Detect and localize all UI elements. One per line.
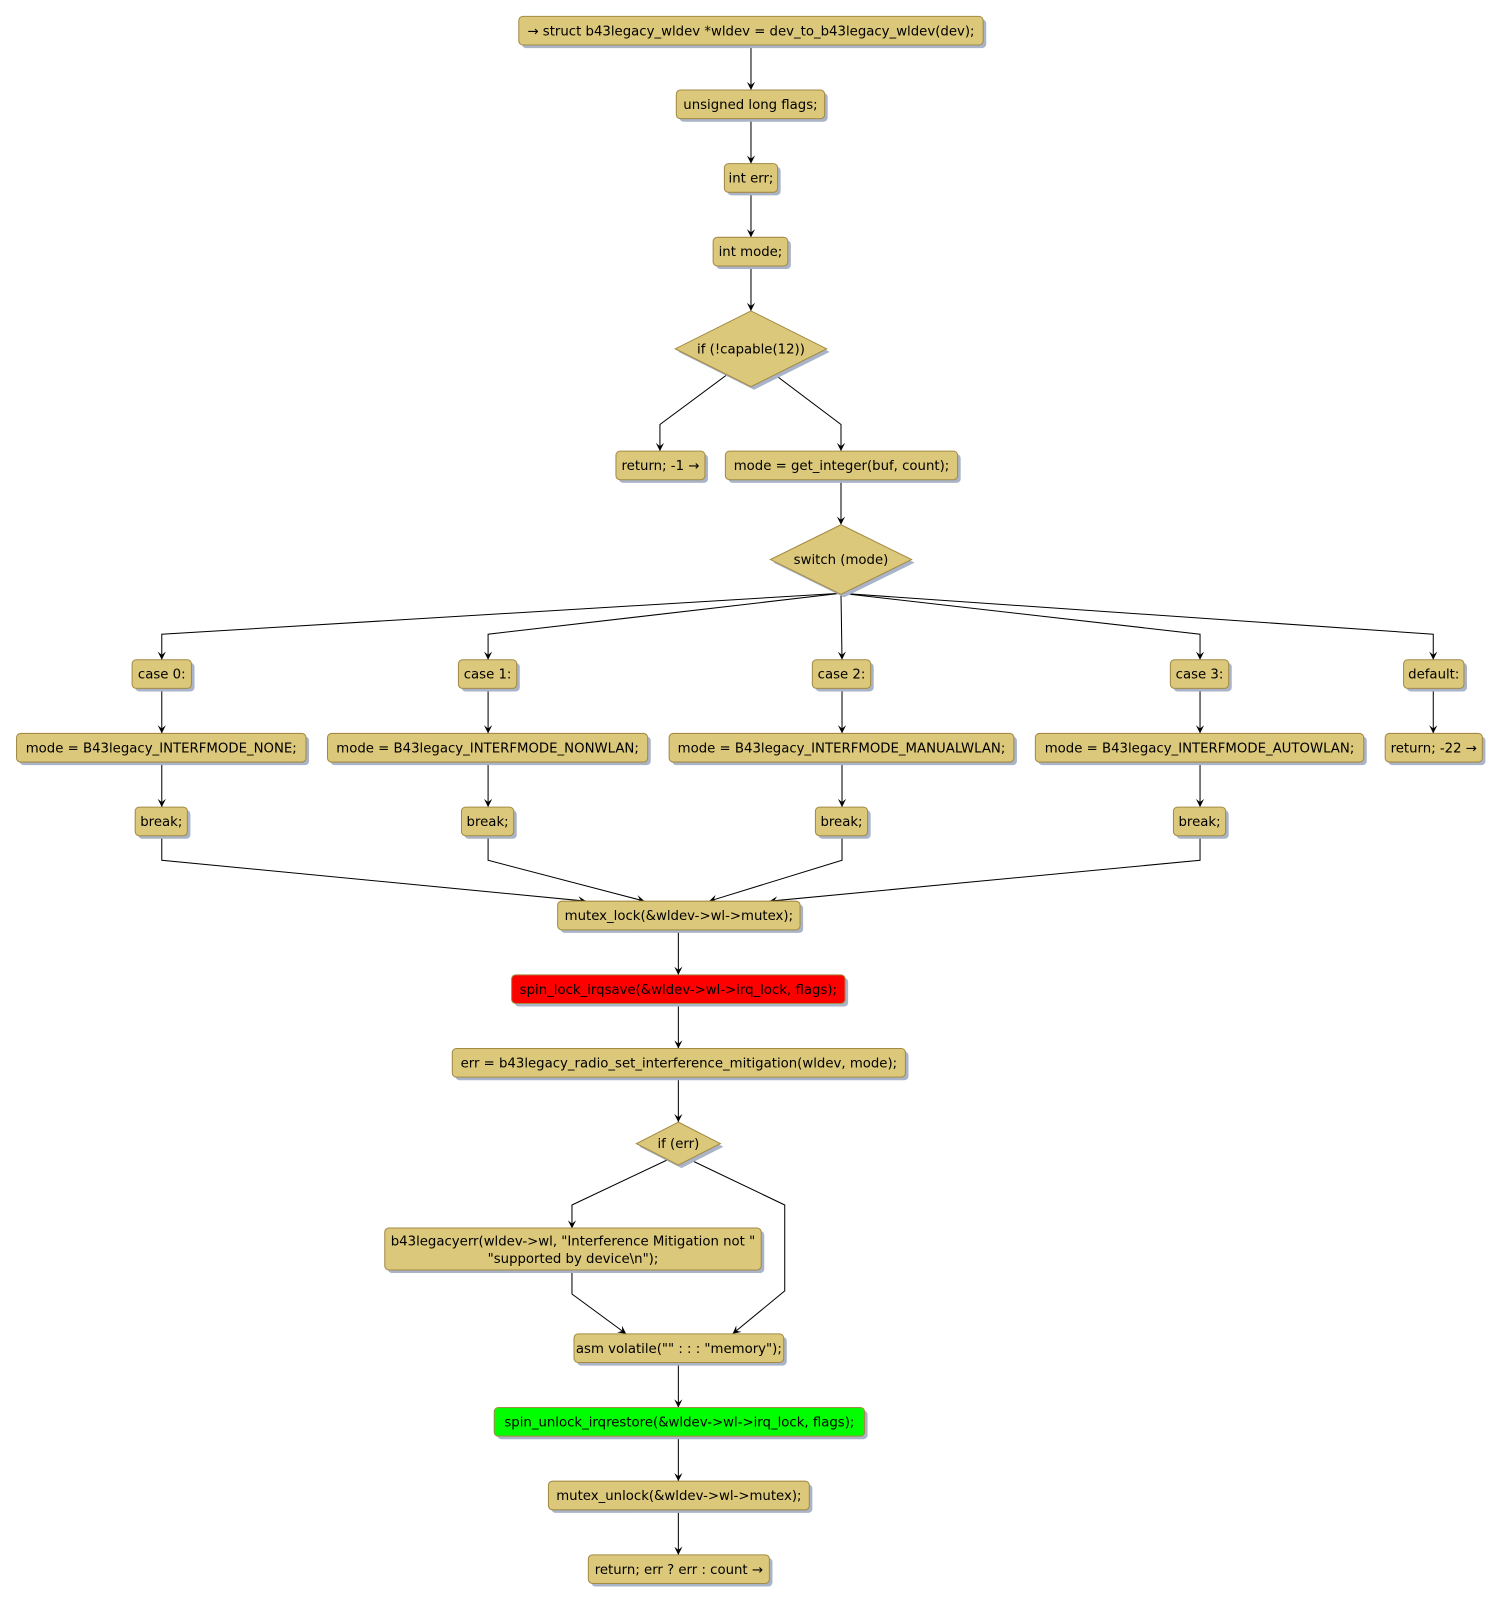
flow-arrow [483, 592, 842, 660]
node-label: return; -1 → [621, 459, 699, 474]
node-return-neg22: return; -22 → [1384, 732, 1486, 766]
node-switch-mode: switch (mode) [769, 524, 915, 598]
node-if-err: if (err) [635, 1121, 724, 1169]
node-case1: case 1: [457, 659, 520, 692]
node-mode-autowlan: mode = B43legacy_INTERFMODE_AUTOWLAN; [1034, 732, 1367, 766]
flow-arrow [708, 835, 843, 903]
flow-arrow [571, 1270, 627, 1335]
node-label: mode = B43legacy_INTERFMODE_NONWLAN; [336, 741, 639, 756]
flow-arrow [840, 592, 1438, 660]
node-label: case 3: [1176, 668, 1224, 683]
node-label: default: [1408, 668, 1459, 683]
node-label: case 1: [464, 668, 512, 683]
node-label: "supported by device\n"); [488, 1252, 659, 1267]
flow-arrow [774, 373, 846, 452]
node-label: switch (mode) [794, 553, 889, 568]
node-asm-volatile: asm volatile("" : : : "memory"); [573, 1333, 787, 1366]
node-if-capable: if (!capable(12)) [674, 310, 830, 390]
node-label: mode = B43legacy_INTERFMODE_AUTOWLAN; [1045, 741, 1355, 756]
node-case3: case 3: [1169, 659, 1232, 692]
flow-arrow [161, 835, 587, 905]
node-mode-none: mode = B43legacy_INTERFMODE_NONE; [16, 732, 310, 766]
node-label: break; [820, 815, 862, 830]
node-label: break; [1178, 815, 1220, 830]
node-label: → struct b43legacy_wldev *wldev = dev_to… [527, 24, 974, 39]
node-label: asm volatile("" : : : "memory"); [576, 1342, 782, 1357]
node-entry: → struct b43legacy_wldev *wldev = dev_to… [518, 15, 987, 49]
flow-arrow [157, 592, 842, 660]
flow-arrow [769, 835, 1201, 905]
node-label: int err; [729, 172, 774, 187]
flow-arrow [487, 835, 645, 904]
node-label: unsigned long flags; [683, 98, 817, 113]
node-label: mutex_unlock(&wldev->wl->mutex); [556, 1489, 801, 1504]
node-break2: break; [814, 806, 871, 839]
node-label: b43legacyerr(wldev->wl, "Interference Mi… [391, 1234, 755, 1249]
node-case0: case 0: [131, 659, 195, 692]
node-label: err = b43legacy_radio_set_interference_m… [461, 1056, 898, 1071]
node-case2: case 2: [811, 659, 874, 692]
node-flags-decl: unsigned long flags; [675, 89, 828, 122]
node-label: return; -22 → [1391, 741, 1477, 756]
node-mutex-lock: mutex_lock(&wldev->wl->mutex); [557, 900, 804, 933]
node-label: if (err) [657, 1137, 699, 1152]
node-mode-manualwlan: mode = B43legacy_INTERFMODE_MANUALWLAN; [668, 732, 1017, 766]
node-break1: break; [460, 806, 517, 839]
node-label: mode = get_integer(buf, count); [734, 459, 950, 474]
node-return-final: return; err ? err : count → [587, 1554, 773, 1587]
node-default: default: [1403, 659, 1468, 692]
node-label: break; [467, 815, 509, 830]
flow-arrow [655, 373, 728, 452]
node-label: if (!capable(12)) [697, 342, 805, 357]
node-label: case 0: [138, 668, 186, 683]
node-label: mode = B43legacy_INTERFMODE_MANUALWLAN; [678, 741, 1006, 756]
node-mode-nonwlan: mode = B43legacy_INTERFMODE_NONWLAN; [326, 732, 651, 766]
node-mode-decl: int mode; [712, 236, 791, 270]
node-err-multi: b43legacyerr(wldev->wl, "Interference Mi… [384, 1227, 765, 1274]
flow-arrow [567, 1159, 668, 1229]
node-label: mutex_lock(&wldev->wl->mutex); [565, 909, 793, 924]
node-err-decl: int err; [723, 163, 781, 196]
node-label: case 2: [818, 668, 866, 683]
flow-arrow [840, 592, 1205, 660]
node-label: int mode; [719, 245, 783, 260]
node-break3: break; [1172, 806, 1229, 839]
node-label: return; err ? err : count → [595, 1563, 763, 1578]
node-get-integer: mode = get_integer(buf, count); [724, 450, 961, 483]
flow-arrow [690, 1159, 786, 1335]
node-label: spin_lock_irqsave(&wldev->wl->irq_lock, … [520, 983, 837, 998]
node-spin-unlock: spin_unlock_irqrestore(&wldev->wl->irq_l… [493, 1407, 868, 1440]
node-label: mode = B43legacy_INTERFMODE_NONE; [26, 741, 297, 756]
node-set-mitigation: err = b43legacy_radio_set_interference_m… [451, 1047, 909, 1081]
node-label: spin_unlock_irqrestore(&wldev->wl->irq_l… [504, 1415, 854, 1430]
node-break0: break; [134, 806, 191, 839]
node-return-neg1: return; -1 → [615, 450, 709, 483]
node-mutex-unlock: mutex_unlock(&wldev->wl->mutex); [547, 1480, 813, 1513]
node-spin-lock: spin_lock_irqsave(&wldev->wl->irq_lock, … [511, 974, 849, 1007]
node-label: break; [140, 815, 182, 830]
flow-arrow [837, 593, 846, 660]
